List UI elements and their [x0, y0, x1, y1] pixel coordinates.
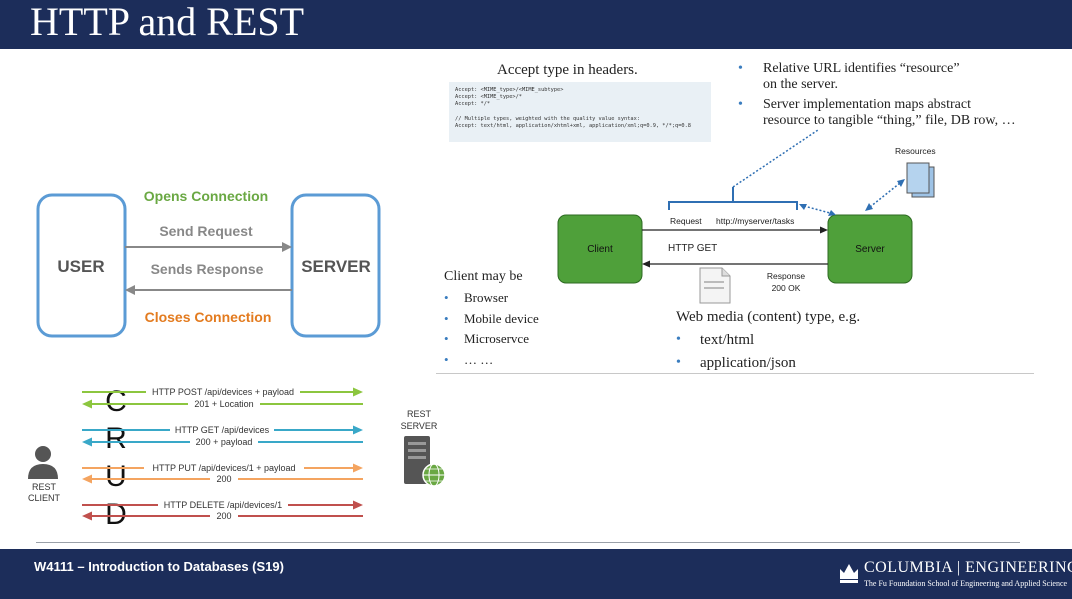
response-arrowhead — [125, 285, 135, 295]
crud-row-put: HTTP PUT /api/devices/1 + payload 200 — [82, 461, 363, 485]
media-item-json: application/json — [700, 355, 796, 371]
accept-code-box: Accept: <MIME_type>/<MIME_subtype> Accep… — [449, 82, 711, 142]
crud-row-get: HTTP GET /api/devices 200 + payload — [82, 423, 363, 448]
send-request-label: Send Request — [159, 223, 253, 239]
course-footer: W4111 – Introduction to Databases (S19) — [34, 559, 284, 574]
rest-server-label-1: REST — [407, 409, 432, 419]
client-item-browser: Browser — [464, 290, 509, 305]
accept-heading: Accept type in headers. — [497, 62, 638, 78]
client-list-heading: Client may be — [444, 269, 523, 284]
resource-note-2-line1: Server implementation maps abstract — [763, 97, 971, 112]
crud-diagram: REST CLIENT REST SERVER C R U D HTTP POS… — [28, 385, 446, 528]
url-bracket — [668, 187, 798, 210]
server-label: Server — [855, 244, 885, 255]
resource-note-1-line2: on the server. — [763, 77, 839, 92]
server-globe-icon — [404, 436, 446, 487]
content-divider — [436, 373, 1034, 374]
http-method-label: HTTP GET — [668, 243, 717, 254]
crud-row-post: HTTP POST /api/devices + payload 201 + L… — [82, 385, 363, 410]
footer-divider — [36, 542, 1020, 543]
resource-note-1-line1: Relative URL identifies “resource” — [763, 61, 960, 76]
connection-diagram: USER SERVER Opens Connection Send Reques… — [36, 188, 381, 338]
client-item-ellipsis: … … — [464, 352, 494, 367]
resources-label: Resources — [895, 146, 936, 156]
accept-code: Accept: <MIME_type>/<MIME_subtype> Accep… — [455, 87, 691, 130]
media-heading: Web media (content) type, e.g. — [676, 309, 861, 325]
post-response-label: 201 + Location — [194, 399, 253, 409]
media-item-html: text/html — [700, 332, 755, 348]
sends-response-label: Sends Response — [151, 261, 264, 277]
crud-letter-c: C — [105, 385, 127, 418]
get-response-label: 200 + payload — [196, 437, 253, 447]
opens-connection-label: Opens Connection — [144, 188, 268, 204]
post-request-label: HTTP POST /api/devices + payload — [152, 387, 294, 397]
response-label: Response — [767, 271, 806, 281]
user-icon — [28, 446, 58, 479]
title-bar: HTTP and REST — [0, 0, 1072, 49]
put-response-label: 200 — [216, 474, 231, 484]
logo-name: COLUMBIA | ENGINEERING — [864, 559, 1072, 576]
crown-icon — [840, 564, 858, 583]
rest-server-label-2: SERVER — [401, 421, 438, 431]
rest-client-label-2: CLIENT — [28, 493, 61, 503]
client-node — [557, 214, 643, 284]
user-box — [36, 193, 127, 338]
crud-letter-u: U — [105, 460, 127, 493]
slide-title: HTTP and REST — [30, 0, 305, 44]
client-item-microservice: Microservce — [464, 331, 529, 346]
server-node — [827, 214, 913, 284]
logo-subtitle: The Fu Foundation School of Engineering … — [864, 579, 1068, 588]
server-label: SERVER — [301, 257, 371, 276]
rest-client-label-1: REST — [32, 482, 57, 492]
crud-letter-d: D — [105, 498, 127, 528]
request-label: Request — [670, 216, 702, 226]
client-label: Client — [587, 244, 613, 255]
get-request-label: HTTP GET /api/devices — [175, 425, 270, 435]
request-arrowhead — [282, 242, 292, 252]
resource-note-2-line2: resource to tangible “thing,” file, DB r… — [763, 113, 1016, 128]
crud-row-delete: HTTP DELETE /api/devices/1 200 — [82, 498, 363, 522]
user-label: USER — [57, 257, 104, 276]
server-box — [290, 193, 381, 338]
request-url: http://myserver/tasks — [716, 216, 794, 226]
response-status: 200 OK — [772, 283, 801, 293]
closes-connection-label: Closes Connection — [145, 309, 272, 325]
document-icon — [699, 267, 731, 304]
footer-bar — [0, 549, 1072, 599]
put-request-label: HTTP PUT /api/devices/1 + payload — [153, 463, 296, 473]
client-item-mobile: Mobile device — [464, 311, 539, 326]
crud-letter-r: R — [105, 422, 127, 455]
delete-request-label: HTTP DELETE /api/devices/1 — [164, 500, 282, 510]
http-diagram: Client Server Request http://myserver/ta… — [557, 129, 936, 304]
resources-icon — [906, 162, 935, 198]
delete-response-label: 200 — [216, 511, 231, 521]
